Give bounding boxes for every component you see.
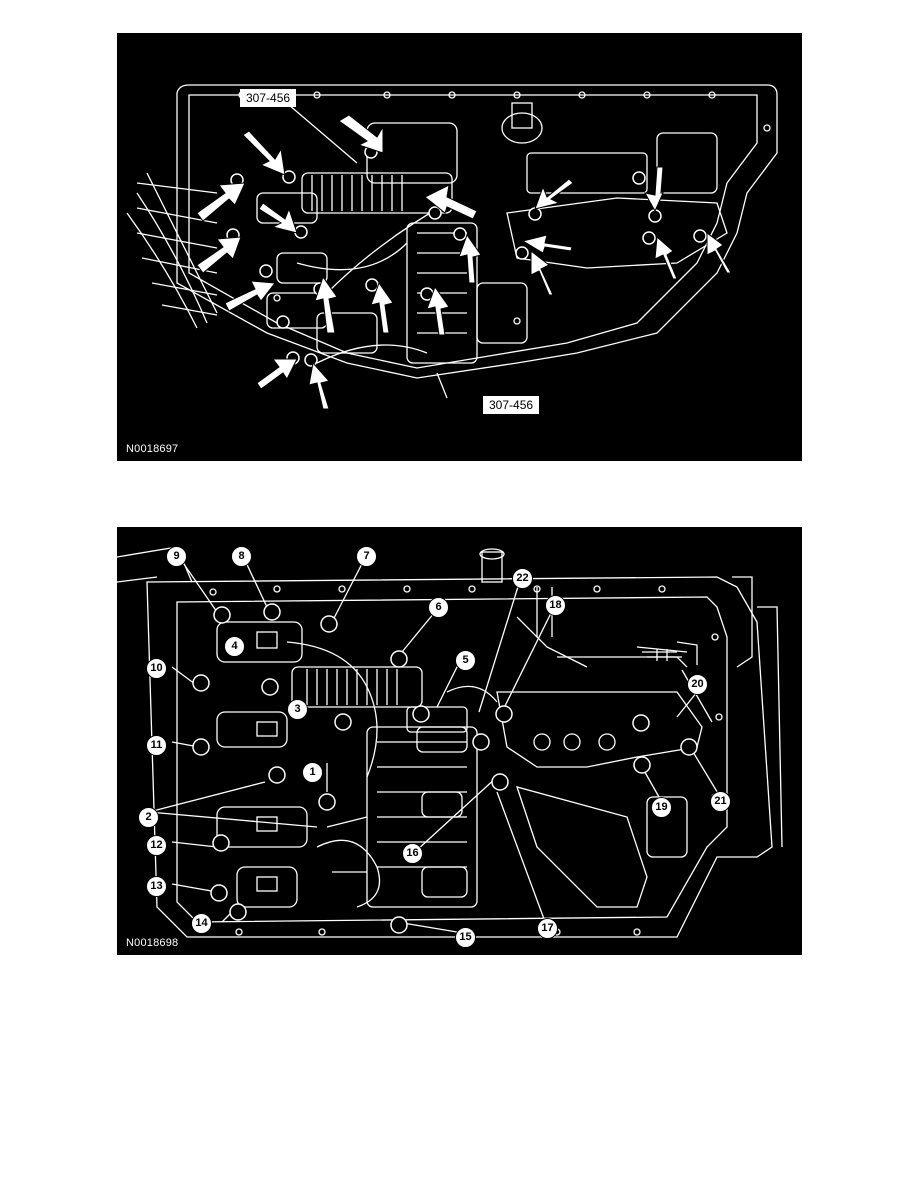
callout-13: 13: [146, 876, 167, 897]
callout-20: 20: [687, 674, 708, 695]
transmission-valve-body-illustration: [126, 84, 778, 410]
callout-5: 5: [455, 650, 476, 671]
callout-15: 15: [455, 927, 476, 948]
callout-7: 7: [356, 546, 377, 567]
callout-12: 12: [146, 835, 167, 856]
figure-valve-body-bolt-sequence: 1 2 3 4 5 6 7 8 9 10 11 12 13 14 15 16 1…: [117, 527, 802, 955]
callout-19: 19: [651, 797, 672, 818]
callout-6: 6: [428, 597, 449, 618]
callout-4: 4: [224, 636, 245, 657]
tool-callout-label: 307-456: [240, 89, 297, 107]
callout-14: 14: [191, 913, 212, 934]
callout-18: 18: [545, 595, 566, 616]
figure-id: N0018697: [126, 443, 179, 455]
callout-22: 22: [512, 568, 533, 589]
callout-2: 2: [138, 807, 159, 828]
valve-body-numbered-illustration: [117, 546, 783, 938]
callout-3: 3: [287, 699, 308, 720]
callout-16: 16: [402, 843, 423, 864]
callout-8: 8: [231, 546, 252, 567]
callout-1: 1: [302, 762, 323, 783]
callout-9: 9: [166, 546, 187, 567]
figure-id: N0018698: [126, 937, 179, 949]
callout-17: 17: [537, 918, 558, 939]
tool-callout-label: 307-456: [483, 396, 540, 414]
callout-11: 11: [146, 735, 167, 756]
figure-valve-body-bolts-arrows: 307-456 307-456 N0018697: [117, 33, 802, 461]
callout-10: 10: [146, 658, 167, 679]
callout-21: 21: [710, 791, 731, 812]
